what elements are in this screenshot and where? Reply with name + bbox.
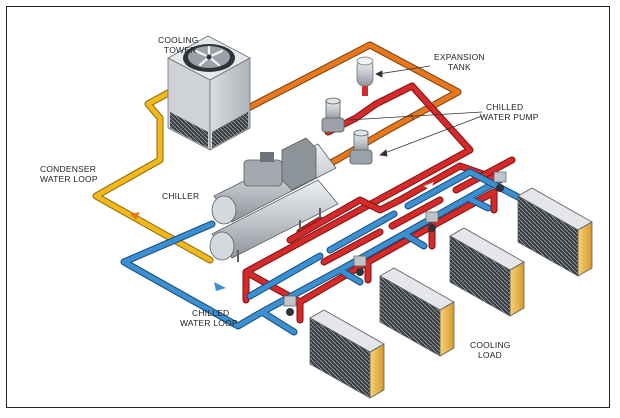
cooling-load-coil-4 xyxy=(517,187,593,277)
chiller xyxy=(209,137,339,262)
cooling-tower xyxy=(167,35,251,151)
condenser-water-loop-label-line1: CONDENSER xyxy=(40,164,96,174)
cooling-load-coil-1 xyxy=(309,309,385,399)
chilled-water-pump-label-line2: WATER PUMP xyxy=(480,112,539,122)
cooling-load-coil-3 xyxy=(449,227,525,317)
cooling-load-label-line2: LOAD xyxy=(478,350,502,360)
chilled-water-return-pipes xyxy=(120,168,524,336)
cooling-load-label-line1: COOLING xyxy=(470,340,511,350)
leader-lines xyxy=(347,65,483,157)
chilled-water-loop-label-line2: WATER LOOP xyxy=(180,318,238,328)
chilled-water-pump-label-line1: CHILLED xyxy=(486,102,523,112)
control-valve-3 xyxy=(425,211,439,232)
condenser-water-loop-label-line2: WATER LOOP xyxy=(40,174,98,184)
expansion-tank-label-line1: EXPANSION xyxy=(434,52,485,62)
cooling-tower-label-line1: COOLING xyxy=(158,35,199,45)
chilled-water-loop-label-line1: CHILLED xyxy=(192,308,229,318)
control-valve-4 xyxy=(493,171,507,192)
control-valve-2 xyxy=(353,255,367,276)
chilled-water-pump-lower xyxy=(349,129,373,165)
chilled-water-pump-upper xyxy=(321,97,345,133)
expansion-tank xyxy=(356,56,374,96)
chiller-label: CHILLER xyxy=(162,191,199,201)
cooling-tower-label-line2: TOWER xyxy=(164,45,196,55)
expansion-tank-label-line2: TANK xyxy=(448,62,471,72)
cooling-load-coil-2 xyxy=(379,267,455,357)
control-valve-1 xyxy=(283,295,297,316)
